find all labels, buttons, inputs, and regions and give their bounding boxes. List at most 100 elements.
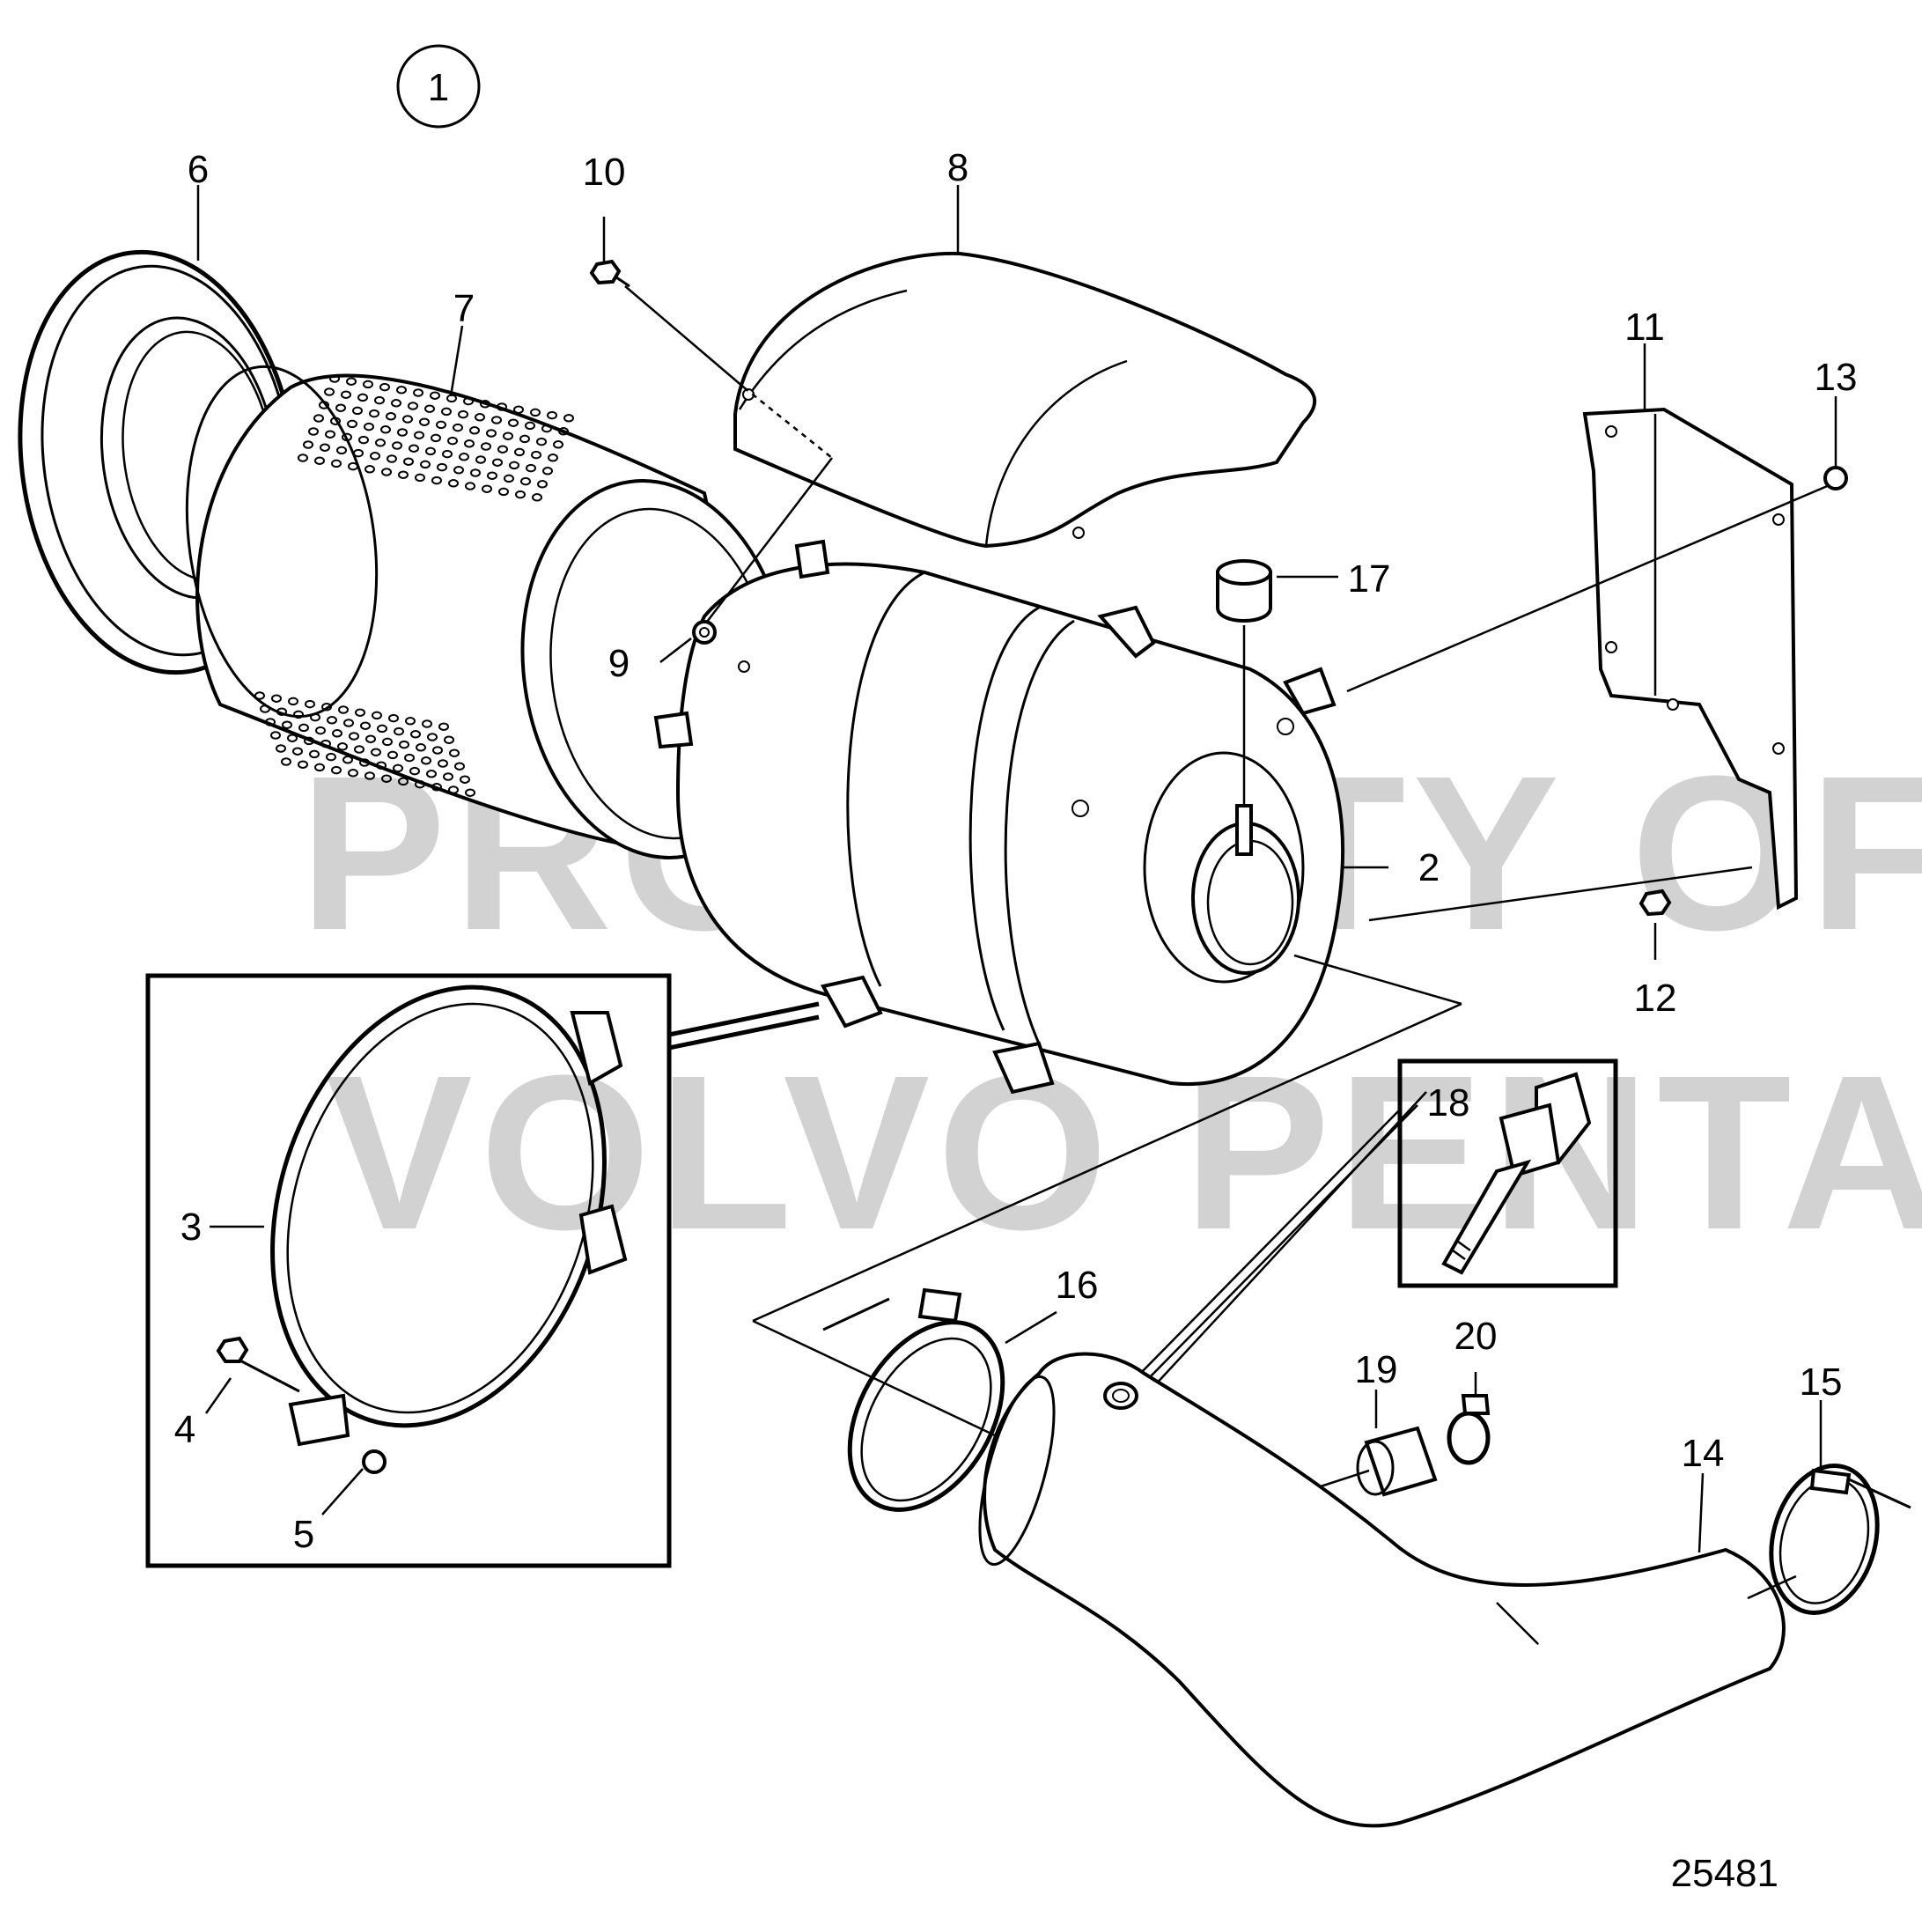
perforation-hole	[548, 454, 558, 462]
perforation-hole	[304, 736, 314, 746]
perforation-hole	[409, 444, 419, 453]
perforation-hole	[381, 468, 392, 476]
perforation-hole	[298, 723, 309, 733]
perforation-hole	[382, 737, 393, 747]
perforation-hole	[442, 449, 453, 459]
perforation-hole	[376, 761, 387, 770]
perforation-hole	[409, 766, 420, 776]
perforation-hole	[453, 423, 463, 432]
perforation-hole	[320, 739, 331, 748]
perforation-hole	[315, 726, 326, 735]
perforation-hole	[397, 428, 408, 437]
perforation-hole	[377, 724, 387, 734]
perforation-hole	[326, 752, 336, 762]
part-19-sleeve	[1356, 1426, 1438, 1497]
perforation-hole	[464, 439, 475, 448]
perforation-hole	[309, 749, 320, 759]
perforation-hole	[415, 779, 425, 789]
part-13-nut	[1823, 466, 1848, 490]
perforation-hole	[470, 468, 481, 477]
perforation-hole	[453, 466, 464, 475]
perforation-hole	[305, 699, 315, 709]
perforation-hole	[449, 748, 460, 757]
perforation-hole	[298, 454, 308, 462]
label-4: 4	[174, 1408, 195, 1451]
perforation-hole	[399, 740, 409, 749]
label-20: 20	[1454, 1315, 1498, 1358]
label-12: 12	[1634, 977, 1677, 1020]
perforation-hole	[482, 484, 492, 493]
perforation-hole	[460, 775, 470, 784]
perforation-hole	[380, 425, 391, 434]
perforation-hole	[416, 743, 426, 752]
perforation-hole	[419, 417, 430, 426]
drawing-number: 25481	[1671, 1852, 1778, 1895]
perforation-hole	[343, 719, 354, 727]
perforation-hole	[303, 440, 313, 449]
perforation-hole	[327, 716, 337, 725]
perforation-hole	[536, 437, 547, 446]
perforation-hole	[541, 424, 552, 433]
perforation-hole	[431, 783, 442, 792]
perforation-hole	[313, 414, 324, 423]
perforation-hole	[438, 722, 449, 731]
label-13: 13	[1815, 356, 1858, 399]
perforation-hole	[532, 493, 542, 502]
perforation-hole	[282, 720, 292, 729]
part-15-hose-clamp	[1769, 1464, 1911, 1615]
callout-labels: 6 7 8 10 9 11 13 17 2 12 18 3 4 5 16 19 …	[174, 146, 1858, 1556]
perforation-hole	[314, 456, 325, 465]
perforation-hole	[410, 730, 421, 739]
perforation-hole	[469, 426, 480, 435]
perforation-hole	[332, 729, 342, 738]
perforation-hole	[348, 461, 358, 471]
perforation-hole	[430, 391, 440, 400]
part-17-indicator	[1216, 559, 1338, 856]
perforation-hole	[563, 414, 574, 423]
perforation-hole	[324, 387, 335, 396]
perforation-hole	[491, 416, 502, 424]
perforation-hole	[260, 704, 270, 713]
perforation-hole	[355, 708, 365, 717]
perforation-hole	[425, 446, 436, 456]
perforation-hole	[276, 707, 287, 716]
perforation-hole	[287, 734, 298, 742]
perforation-hole	[381, 774, 392, 783]
perforation-hole	[342, 432, 352, 442]
perforation-hole	[329, 374, 340, 383]
part-11-bracket	[1346, 407, 1832, 922]
perforation-hole	[405, 717, 416, 726]
perforation-hole	[480, 400, 490, 409]
perforation-hole	[270, 731, 281, 740]
perforation-hole	[498, 487, 509, 497]
perforation-hole	[320, 443, 330, 452]
perforation-hole	[387, 454, 397, 463]
perforation-hole	[271, 694, 282, 703]
perforation-hole	[444, 735, 454, 744]
detail-inset-clamp	[145, 973, 820, 1568]
label-19: 19	[1355, 1348, 1398, 1391]
perforation-hole	[432, 746, 443, 755]
perforation-hole	[402, 415, 413, 424]
perforation-hole	[398, 777, 409, 786]
perforation-hole	[414, 431, 424, 439]
perforation-hole	[325, 430, 335, 439]
perforation-hole	[281, 757, 291, 766]
perforation-hole	[525, 421, 535, 431]
perforation-hole	[374, 395, 385, 405]
perforation-hole	[331, 459, 342, 468]
detail-inset-sensor	[1135, 1058, 1618, 1388]
perforation-hole	[359, 758, 370, 767]
perforation-hole	[519, 434, 530, 444]
perforation-hole	[481, 442, 491, 451]
perforation-hole	[514, 447, 525, 457]
label-17: 17	[1348, 557, 1391, 601]
perforation-hole	[515, 490, 526, 499]
perforation-hole	[392, 441, 402, 450]
perforation-hole	[465, 482, 475, 490]
perforation-hole	[330, 417, 341, 425]
perforation-hole	[426, 770, 437, 778]
perforation-hole	[365, 465, 375, 474]
perforation-hole	[487, 471, 497, 480]
label-8: 8	[947, 146, 968, 189]
